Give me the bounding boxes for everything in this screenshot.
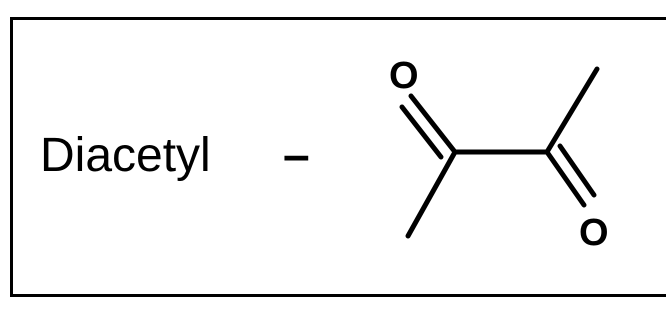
bond-carbonyl-top-2 bbox=[399, 104, 444, 160]
name-separator: – bbox=[283, 129, 310, 182]
atom-oxygen-bottom: O bbox=[579, 212, 609, 254]
bond-methyl-left bbox=[405, 149, 458, 239]
bond-carbonyl-bottom-2 bbox=[557, 143, 597, 198]
bond-carbonyl-bottom-1 bbox=[544, 149, 587, 208]
figure-frame bbox=[10, 17, 666, 297]
atom-oxygen-top: O bbox=[389, 55, 419, 97]
compound-name: Diacetyl bbox=[40, 129, 211, 182]
bond-methyl-right bbox=[544, 66, 600, 155]
bond-carbonyl-top-1 bbox=[408, 93, 458, 155]
